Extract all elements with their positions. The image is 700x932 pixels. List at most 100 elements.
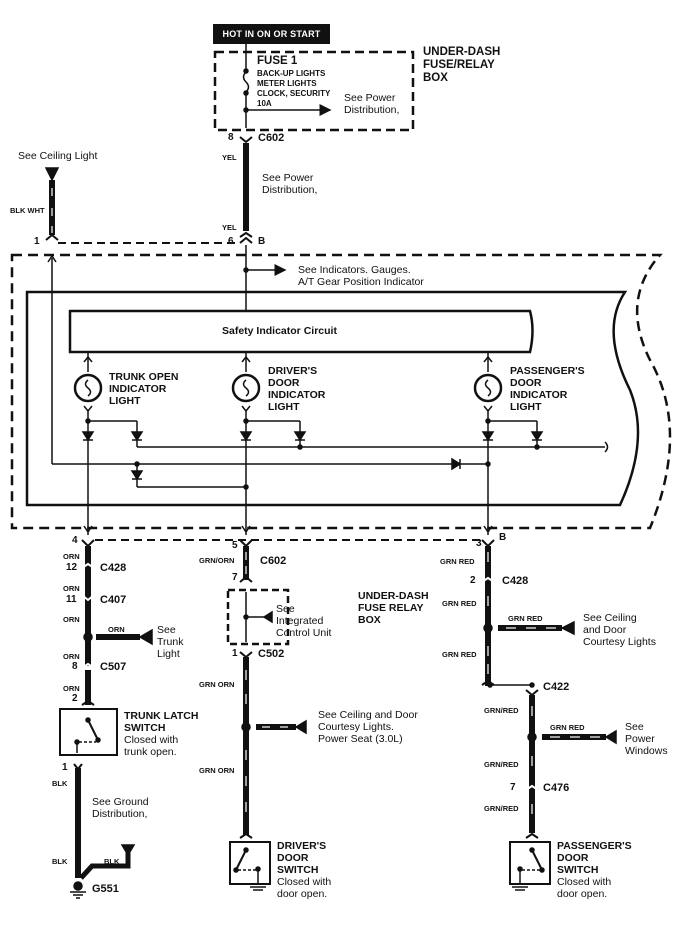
diode bbox=[130, 431, 144, 442]
fuse-relay-box-top bbox=[213, 50, 415, 132]
wire-color-blk-2: BLK bbox=[52, 857, 68, 866]
power-windows-ref: See Power Windows bbox=[625, 721, 668, 757]
pin-1: 1 bbox=[34, 236, 40, 247]
diode bbox=[293, 431, 307, 442]
hot-in-on-or-start-label: HOT IN ON OR START bbox=[213, 24, 330, 44]
fuse-name: FUSE 1 bbox=[257, 55, 298, 67]
c602-connector-label: C602 bbox=[258, 132, 285, 144]
trunk-wire-orn-1: ORN bbox=[63, 552, 80, 561]
trunk-light-wire-orn: ORN bbox=[108, 625, 125, 634]
trunk-latch-switch-desc: Closed with trunk open. bbox=[124, 734, 179, 758]
fuse-relay-box-icu bbox=[226, 588, 290, 646]
wire-color-blk-wht: BLK WHT bbox=[10, 206, 45, 215]
diode bbox=[530, 431, 544, 442]
blk-wht-wire bbox=[49, 180, 55, 235]
drivers-door-switch-desc: Closed with door open. bbox=[277, 876, 332, 900]
drivers-door-switch bbox=[229, 841, 271, 885]
passenger-wire-grn-red-2: GRN RED bbox=[442, 599, 477, 608]
fuse-circuits: BACK-UP LIGHTS METER LIGHTS CLOCK, SECUR… bbox=[257, 69, 331, 108]
integrated-control-unit-ref: See Integrated Control Unit bbox=[276, 603, 332, 639]
fuse-power-distribution-ref: See Power Distribution, bbox=[344, 92, 400, 116]
diode bbox=[130, 470, 144, 481]
ceiling-light-ref: See Ceiling Light bbox=[18, 150, 98, 162]
trunk-open-indicator-light bbox=[73, 352, 103, 413]
driver-fuse-relay-box-label: UNDER-DASH FUSE RELAY BOX bbox=[358, 590, 429, 626]
trunk-wire-orn-5: ORN bbox=[63, 684, 80, 693]
yel-wire bbox=[243, 143, 249, 231]
driver-wire-grn-orn-1: GRN/ORN bbox=[199, 556, 235, 565]
pin-6: 6 bbox=[228, 236, 234, 247]
ceiling-courtesy-wire-color: GRN RED bbox=[508, 614, 543, 623]
diode bbox=[451, 457, 462, 471]
ground-g551-icon bbox=[70, 881, 86, 899]
trunk-pin-4: 4 bbox=[72, 535, 78, 546]
passenger-pin-3: 3 bbox=[476, 538, 482, 549]
courtesy-lights-wire bbox=[256, 724, 296, 730]
wire-color-yel-lower: YEL bbox=[222, 223, 237, 232]
trunk-wire-orn-4: ORN bbox=[63, 652, 80, 661]
trunk-wire-orn-3: ORN bbox=[63, 615, 80, 624]
diode bbox=[81, 431, 95, 442]
c422-connector: C422 bbox=[543, 681, 570, 693]
driver-pin-5: 5 bbox=[232, 540, 238, 551]
passenger-wire-grn-red-3: GRN RED bbox=[442, 650, 477, 659]
c428-connector-trunk: C428 bbox=[100, 562, 127, 574]
driver-wire-grn-orn-2: GRN ORN bbox=[199, 680, 235, 689]
fuse-relay-box-label: UNDER-DASH FUSE/RELAY BOX bbox=[423, 46, 501, 84]
c428-connector-passenger: C428 bbox=[502, 575, 529, 587]
trunk-latch-switch bbox=[59, 708, 118, 756]
passenger-wire-grn-red-1: GRN RED bbox=[440, 557, 475, 566]
passenger-wire-grn-red-5: GRN/RED bbox=[484, 760, 519, 769]
driver-pin-1: 1 bbox=[232, 648, 238, 659]
trunk-light-ref: See Trunk Light bbox=[157, 624, 184, 660]
wire-color-yel-upper: YEL bbox=[222, 153, 237, 162]
ground-g551-label: G551 bbox=[92, 883, 119, 895]
drivers-door-indicator-light bbox=[231, 352, 261, 413]
pin-b-top: B bbox=[258, 236, 266, 247]
c407-connector: C407 bbox=[100, 594, 127, 606]
blk-wire bbox=[75, 768, 81, 878]
passengers-door-switch-label: PASSENGER'S DOOR SWITCH bbox=[557, 840, 632, 876]
c428-pin-12: 12 bbox=[66, 562, 78, 573]
safety-indicator-circuit-box bbox=[68, 309, 534, 354]
power-windows-wire-color: GRN RED bbox=[550, 723, 585, 732]
power-distribution-ref: See Power Distribution, bbox=[262, 172, 318, 196]
trunk-wire-orn-2: ORN bbox=[63, 584, 80, 593]
passenger-wire-grn-red-6: GRN/RED bbox=[484, 804, 519, 813]
c507-connector: C507 bbox=[100, 661, 127, 673]
c602-connector-driver: C602 bbox=[260, 555, 287, 567]
driver-pin-7: 7 bbox=[232, 572, 238, 583]
grn-red-wire bbox=[485, 546, 491, 686]
ground-distribution-ref: See Ground Distribution, bbox=[92, 796, 149, 820]
trunk-latch-switch-label: TRUNK LATCH SWITCH bbox=[124, 710, 199, 734]
trunk-switch-pin-1: 1 bbox=[62, 762, 68, 773]
gauge-inner-boundary bbox=[25, 290, 640, 507]
c507-pin-8: 8 bbox=[72, 661, 78, 672]
wire-color-blk-3: BLK bbox=[104, 857, 120, 866]
passenger-pin-b: B bbox=[499, 532, 507, 543]
fuse-1-symbol bbox=[242, 71, 250, 93]
ceiling-door-courtesy-ref: See Ceiling and Door Courtesy Lights. Po… bbox=[318, 709, 418, 745]
ceiling-courtesy-ref: See Ceiling and Door Courtesy Lights bbox=[583, 612, 656, 648]
passengers-door-switch bbox=[509, 841, 551, 885]
indicators-gauges-ref: See Indicators. Gauges. A/T Gear Positio… bbox=[298, 264, 424, 288]
diode bbox=[239, 431, 253, 442]
c407-pin-11: 11 bbox=[66, 594, 77, 605]
grn-orn-wire-lower bbox=[243, 657, 249, 835]
passengers-door-indicator-label: PASSENGER'S DOOR INDICATOR LIGHT bbox=[510, 365, 585, 413]
orn-wire bbox=[85, 546, 91, 666]
c428-pin-2: 2 bbox=[470, 575, 476, 586]
c502-connector: C502 bbox=[258, 648, 285, 660]
passenger-wire-grn-red-4: GRN/RED bbox=[484, 706, 519, 715]
drivers-door-switch-label: DRIVER'S DOOR SWITCH bbox=[277, 840, 327, 876]
trunk-open-indicator-label: TRUNK OPEN INDICATOR LIGHT bbox=[109, 371, 179, 407]
gauge-assembly-boundary bbox=[10, 253, 672, 530]
driver-wire-grn-orn-3: GRN ORN bbox=[199, 766, 235, 775]
c476-pin-7: 7 bbox=[510, 782, 516, 793]
c602-pin-8: 8 bbox=[228, 132, 234, 143]
passengers-door-indicator-light bbox=[473, 352, 503, 413]
wire-color-blk-1: BLK bbox=[52, 779, 68, 788]
safety-indicator-circuit-label: Safety Indicator Circuit bbox=[222, 325, 337, 337]
drivers-door-indicator-label: DRIVER'S DOOR INDICATOR LIGHT bbox=[268, 365, 326, 413]
